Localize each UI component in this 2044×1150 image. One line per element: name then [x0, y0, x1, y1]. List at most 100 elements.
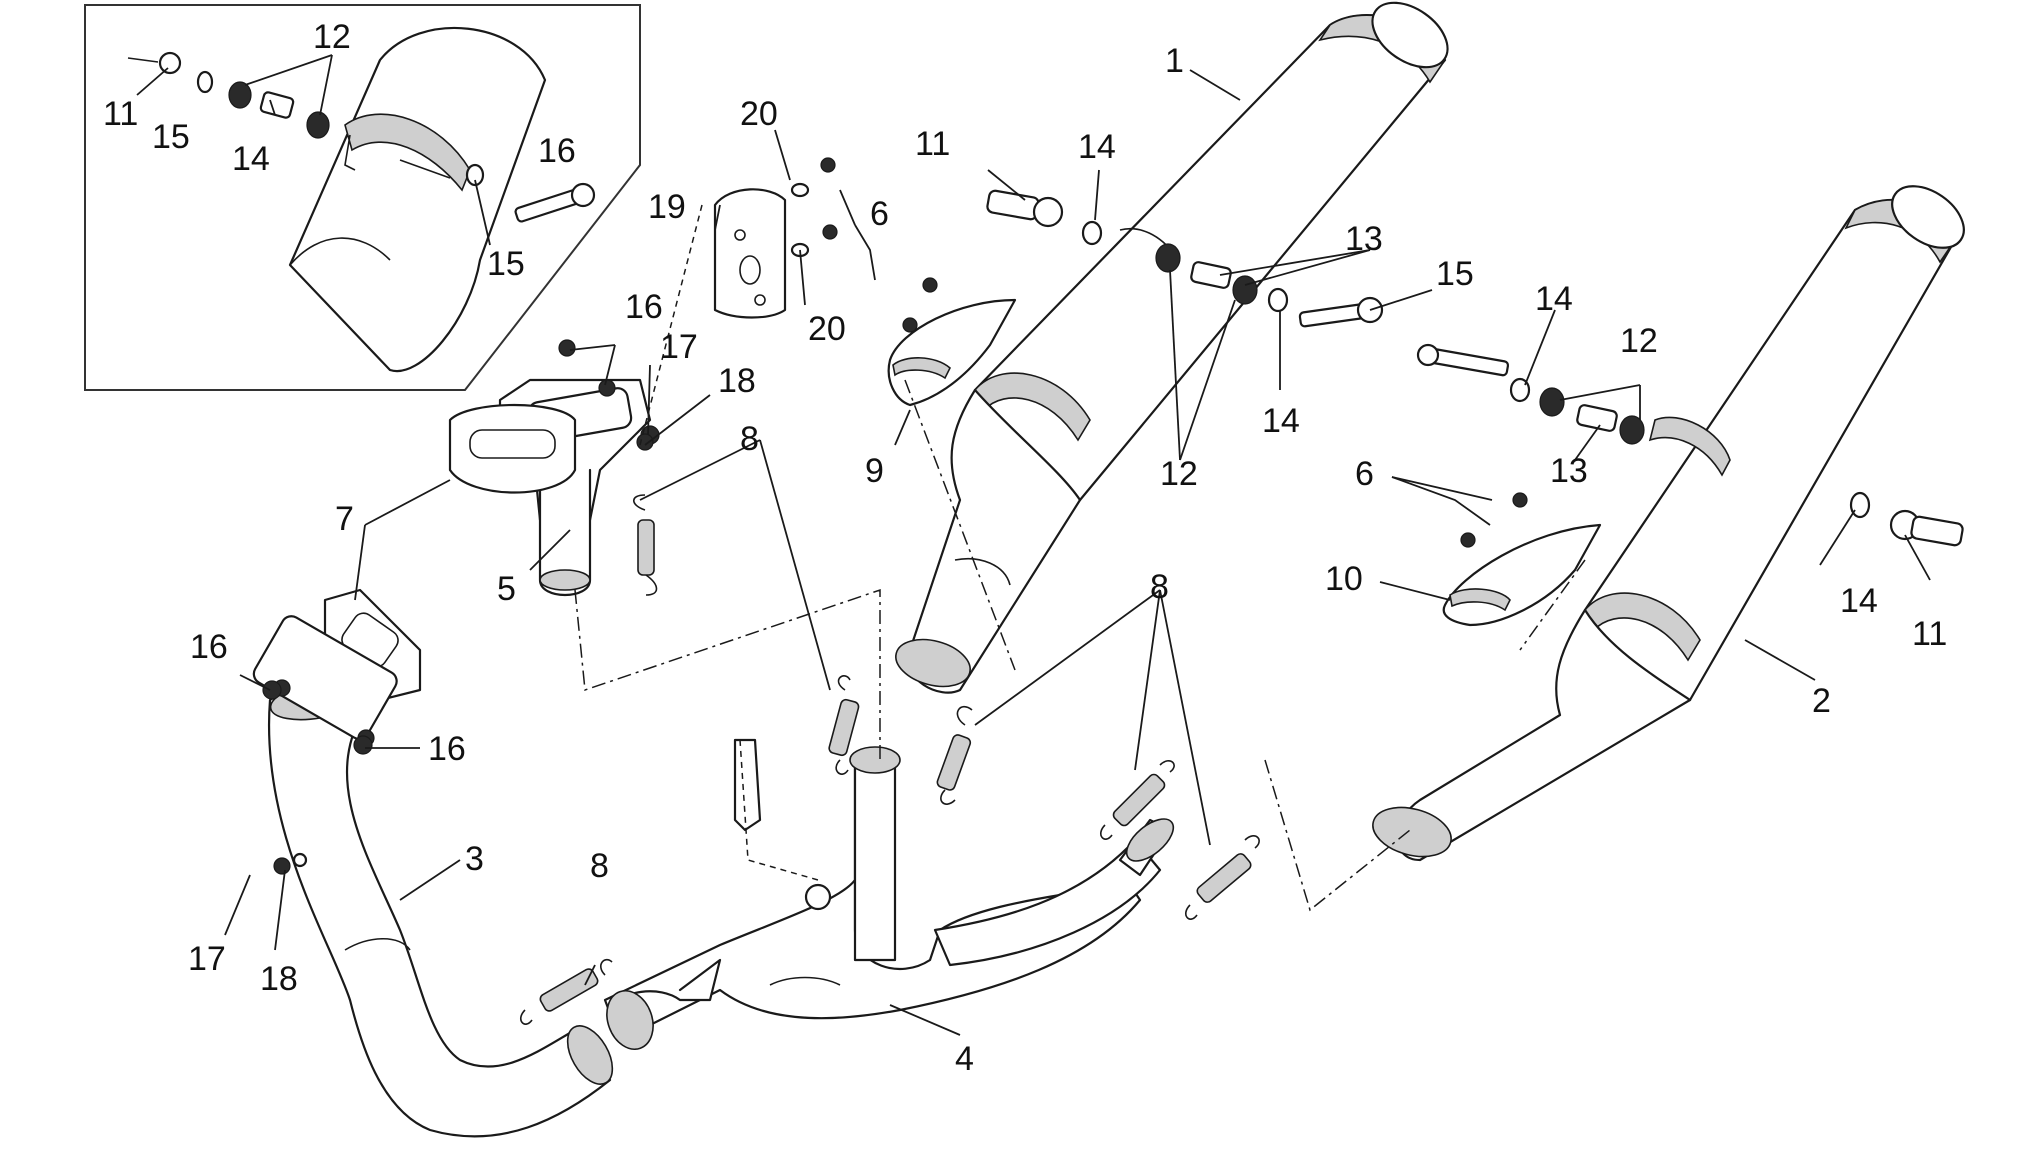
inset-washer-15 [196, 70, 214, 94]
header-flange [252, 615, 398, 740]
label-19: 19 [648, 188, 686, 226]
spring-8-upper-left [632, 494, 658, 596]
screw-6-top [820, 157, 836, 173]
label-14-mid: 14 [1262, 402, 1300, 440]
label-12-muffler2: 12 [1620, 322, 1658, 360]
inset-frame [84, 4, 641, 391]
muffler-1 [895, 1, 1449, 694]
label-11-inset: 11 [103, 95, 138, 133]
spring-8-lower [520, 958, 613, 1025]
leader-lines [136, 54, 1931, 1036]
spacer-13-upper [1190, 261, 1232, 289]
axis-muffler2 [1264, 759, 1411, 912]
muffler-2-rear-band [1584, 592, 1701, 662]
label-6-right: 6 [1355, 455, 1374, 493]
collector-4 [603, 738, 1175, 1050]
heat-shield-9 [887, 298, 1017, 407]
gasket-7-upper [448, 403, 577, 494]
label-14-inset: 14 [232, 140, 270, 178]
bushing-12-right-b [1619, 415, 1645, 445]
label-5: 5 [497, 570, 516, 608]
bolt-11-upper [986, 189, 1040, 221]
bushing-12-right-a [1539, 387, 1565, 417]
inset-bushing-12a [228, 81, 252, 109]
washer-20-top [790, 182, 810, 198]
label-9: 9 [865, 452, 884, 490]
spacer-13-right [1576, 404, 1618, 432]
inset-detail-view [84, 4, 641, 391]
callout-labels: 1 2 3 4 5 6 6 7 8 8 8 9 10 11 11 11 12 1… [103, 18, 1947, 1078]
plug-17 [273, 857, 291, 875]
label-1: 1 [1165, 42, 1184, 80]
inset-washer-15b [465, 163, 485, 187]
label-3: 3 [465, 840, 484, 878]
screw-6-right-a [1512, 492, 1528, 508]
muffler-2-mount-band [1648, 416, 1731, 477]
label-17-joint: 17 [660, 328, 698, 366]
label-16-joint: 16 [625, 288, 663, 326]
label-7: 7 [335, 500, 354, 538]
label-15-right: 15 [1436, 255, 1474, 293]
bolt-11-right [1910, 515, 1964, 547]
inset-bushing-12b [306, 111, 330, 139]
label-11-upper: 11 [915, 125, 950, 163]
muffler-2-body [1583, 198, 1957, 702]
axis-muffler1 [904, 379, 1016, 671]
label-8-right: 8 [1150, 568, 1169, 606]
muffler-2-hardware [1416, 343, 1964, 547]
muffler-2 [1372, 185, 1965, 862]
nut-16-joint-b [598, 379, 616, 397]
label-16-header-left: 16 [190, 628, 228, 666]
label-14-far: 14 [1840, 582, 1878, 620]
label-8-upper: 8 [740, 420, 759, 458]
collector-body [603, 758, 1142, 1042]
nut-16-lower [353, 735, 373, 755]
muffler-1-cone [907, 388, 1082, 694]
label-10: 10 [1325, 560, 1363, 598]
label-16-inset: 16 [538, 132, 576, 170]
inset-washer-11 [158, 51, 182, 75]
label-12-muffler1: 12 [1160, 455, 1198, 493]
lambda-boss [804, 883, 832, 911]
washer-14-far [1849, 491, 1871, 519]
spring-8-middle-2 [936, 705, 973, 805]
label-20-upper: 20 [740, 95, 778, 133]
nut-17-joint [636, 433, 654, 451]
spring-8-middle-1 [828, 675, 860, 775]
washer-14-upper [1081, 220, 1103, 246]
screw-6-shield [922, 277, 938, 293]
muffler-1-rear-band [974, 372, 1091, 442]
washer-18 [292, 852, 308, 868]
nut-16-upper [262, 680, 282, 700]
inset-bolt-11 [127, 57, 159, 63]
label-6-upper: 6 [870, 195, 889, 233]
spring-8-right-2 [1185, 835, 1260, 920]
label-11-right: 11 [1912, 615, 1947, 653]
label-13-right: 13 [1550, 452, 1588, 490]
label-17-header: 17 [188, 940, 226, 978]
sensor-plug [733, 738, 762, 832]
bushing-12-upper-b [1232, 275, 1258, 305]
muffler-1-tip [1371, 1, 1449, 69]
bracket-19 [713, 188, 787, 319]
spring-8-right-1 [1100, 760, 1175, 840]
axis-joint-collector [574, 588, 881, 760]
label-15-inset-right: 15 [487, 245, 525, 283]
exhaust-joint-5 [323, 378, 660, 702]
washer-14-mid [1267, 287, 1289, 313]
label-8-lower: 8 [590, 847, 609, 885]
header-pipe-3 [267, 688, 612, 1138]
muffler-2-tip [1891, 185, 1965, 249]
bolt-15-right [1426, 347, 1510, 377]
label-13-upper: 13 [1345, 220, 1383, 258]
label-18-joint: 18 [718, 362, 756, 400]
inset-muffler-band [344, 113, 471, 192]
inset-muffler [288, 26, 547, 373]
screw-6-right-b [1460, 532, 1476, 548]
label-20-lower: 20 [808, 310, 846, 348]
muffler-1-inlet [895, 638, 971, 688]
screw-6-mid [822, 224, 838, 240]
nut-16-joint-a [558, 339, 576, 357]
